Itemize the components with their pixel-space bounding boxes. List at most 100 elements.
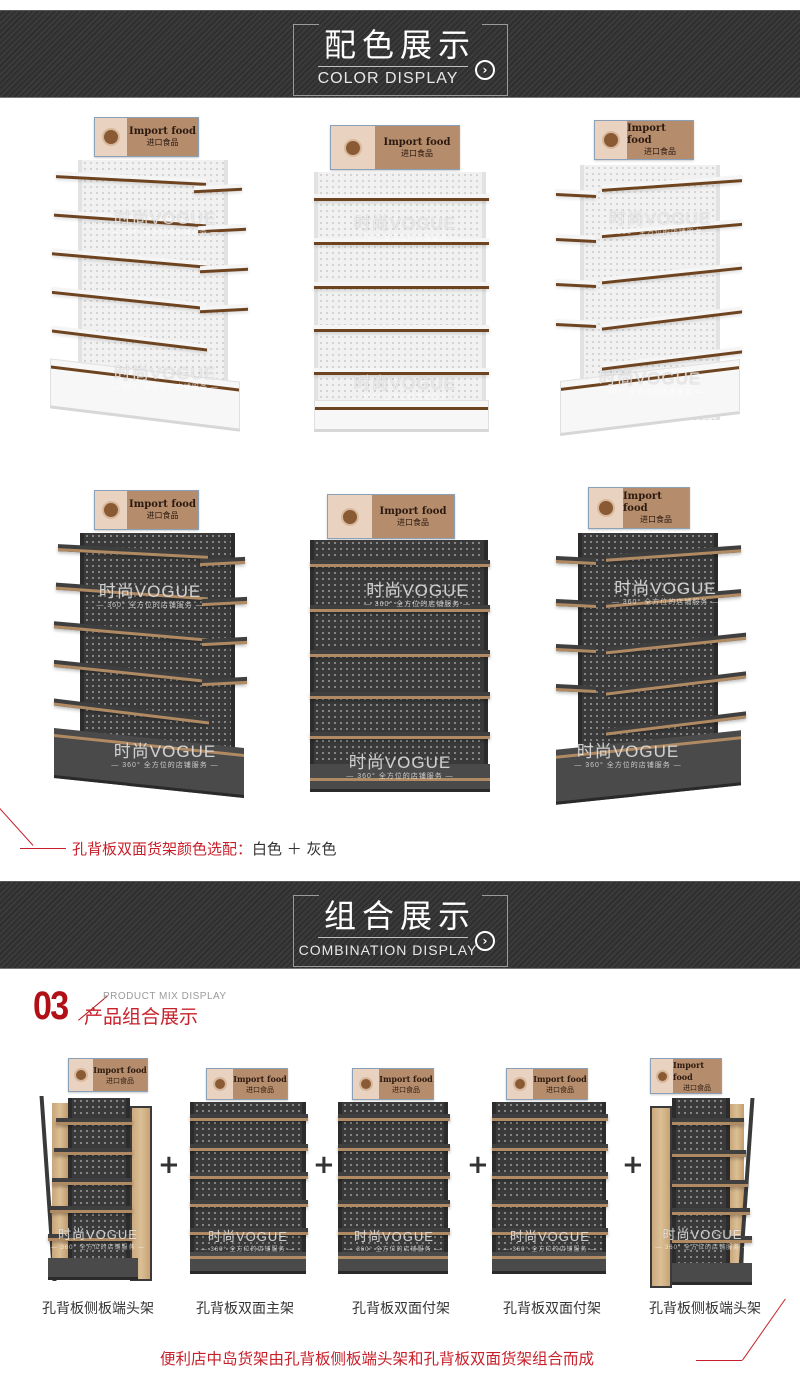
side-plank: [200, 556, 245, 567]
gray-shelf-left-angle: Import food 进口食品 时尚VOGUE — 360° 全方位的店铺服务…: [50, 488, 255, 803]
shelf-plank: [672, 1236, 752, 1243]
sign-title-cn: 进口食品: [106, 1077, 134, 1085]
banner-title-en: COMBINATION DISPLAY: [298, 942, 478, 958]
white-shelf-left-angle: Import food 进口食品 时尚VOGUE — 360° 全方位的店铺服务…: [40, 115, 255, 445]
shelf-plank: [310, 650, 490, 657]
shelf-sign: Import food 进口食品: [352, 1068, 434, 1100]
shelf-sign: Import food 进口食品: [588, 487, 690, 529]
shelf-plank: [672, 1150, 746, 1157]
shelf-plank: [190, 1114, 308, 1121]
banner-frame: [293, 895, 508, 967]
shelf-sign: Import food 进口食品: [94, 490, 199, 530]
shelf-sign: Import food 进口食品: [68, 1058, 148, 1092]
shelf-base: [190, 1252, 306, 1274]
shelf-sign: Import food 进口食品: [327, 494, 455, 539]
pegboard-back: [338, 1102, 448, 1272]
sign-title-en: Import food: [627, 123, 666, 146]
pegboard-back: [310, 540, 488, 790]
sign-title-cn: 进口食品: [146, 511, 179, 520]
unit-label-secondary-2: 孔背板双面付架: [503, 1301, 601, 1317]
sign-title-cn: 进口食品: [397, 517, 429, 527]
shelf-plank: [492, 1114, 608, 1121]
side-plank: [202, 596, 247, 607]
sign-title-cn: 进口食品: [546, 1086, 574, 1094]
circle-arrow-right-icon[interactable]: ›: [475, 60, 495, 80]
side-plank: [556, 683, 596, 694]
sign-title-en: Import food: [129, 499, 196, 510]
section-subtitle-en: PRODUCT MIX DISPLAY: [103, 991, 227, 1002]
sign-title-en: Import food: [379, 1074, 433, 1084]
shelf-plank: [314, 368, 489, 375]
side-plank: [198, 223, 246, 234]
circle-arrow-right-icon[interactable]: ›: [475, 931, 495, 951]
side-plank: [556, 598, 596, 609]
shelf-base: [338, 1252, 448, 1274]
shelf-plank: [672, 1180, 748, 1187]
shelf-plank: [338, 1228, 450, 1235]
combo-unit-end-cap-right: Import food 进口食品 时尚VOGUE — 360° 全方位的店铺服务…: [648, 1058, 758, 1290]
shelf-sign: Import food 进口食品: [594, 120, 694, 160]
shelf-plank: [56, 1118, 132, 1125]
wheat-logo-icon: [597, 499, 615, 517]
shelf-sign: Import food 进口食品: [506, 1068, 588, 1100]
combo-unit-secondary-2: Import food 进口食品 时尚VOGUE — 360° 全方位的店铺服务…: [492, 1068, 612, 1283]
sign-title-en: Import food: [93, 1065, 147, 1075]
plus-icon: +: [313, 1150, 335, 1180]
banner-frame-line: [482, 24, 508, 25]
side-plank: [202, 676, 247, 687]
pegboard-back: [492, 1102, 606, 1272]
color-display-banner: 配色展示 COLOR DISPLAY ›: [0, 10, 800, 98]
side-panel: [130, 1106, 152, 1281]
banner-title-cn: 组合展示: [323, 897, 476, 935]
pegboard-back: [190, 1102, 306, 1272]
side-plank: [556, 318, 596, 329]
shelf-plank: [492, 1228, 608, 1235]
sign-title-en: Import food: [623, 491, 662, 514]
gray-shelf-right-angle: Import food 进口食品 时尚VOGUE — 360° 全方位的店铺服务…: [548, 485, 748, 805]
sign-title-en: Import food: [233, 1074, 287, 1084]
side-plank: [202, 636, 247, 647]
shelf-plank: [310, 605, 490, 612]
combination-display-banner: 组合展示 COMBINATION DISPLAY ›: [0, 881, 800, 969]
banner-title-en: COLOR DISPLAY: [317, 70, 459, 87]
shelf-base: [672, 1263, 752, 1285]
footer-leader-line: [696, 1360, 742, 1361]
wheat-logo-icon: [74, 1068, 88, 1082]
combo-unit-main: Import food 进口食品 时尚VOGUE — 360° 全方位的店铺服务…: [188, 1068, 308, 1283]
wheat-logo-icon: [102, 128, 120, 146]
shelf-plank: [190, 1228, 308, 1235]
shelf-plank: [338, 1172, 450, 1179]
wheat-logo-icon: [344, 138, 362, 157]
section-number: 03: [33, 984, 69, 1028]
unit-label-end-cap-left: 孔背板侧板端头架: [42, 1301, 154, 1317]
side-plank: [556, 278, 596, 289]
shelf-plank: [338, 1114, 450, 1121]
sign-title-cn: 进口食品: [640, 515, 672, 524]
white-shelf-front: Import food 进口食品 时尚VOGUE — 360° 全方位的店铺服务…: [310, 120, 495, 440]
shelf-plank: [190, 1200, 308, 1207]
section-title-cn: 产品组合展示: [84, 1006, 199, 1028]
shelf-plank: [310, 732, 490, 739]
banner-title-cn: 配色展示: [323, 26, 476, 64]
sign-title-cn: 进口食品: [146, 138, 179, 147]
shelf-plank: [314, 282, 489, 289]
wheat-logo-icon: [602, 131, 620, 149]
shelf-plank: [672, 1118, 744, 1125]
side-plank: [556, 233, 596, 244]
shelf-plank: [492, 1200, 608, 1207]
wheat-logo-icon: [341, 507, 359, 526]
side-plank: [556, 643, 596, 654]
sign-title-cn: 进口食品: [683, 1084, 711, 1092]
banner-divider: [318, 937, 468, 938]
sign-title-en: Import food: [379, 505, 447, 517]
shelf-plank: [52, 1178, 132, 1185]
sign-title-cn: 进口食品: [392, 1086, 420, 1094]
shelf-plank: [338, 1144, 450, 1151]
shelf-plank: [338, 1200, 450, 1207]
shelf-plank: [672, 1208, 750, 1215]
unit-label-secondary-1: 孔背板双面付架: [352, 1301, 450, 1317]
caption-leader-line: [20, 848, 66, 849]
wheat-logo-icon: [513, 1077, 527, 1091]
sign-title-en: Import food: [129, 126, 196, 137]
shelf-plank: [314, 325, 489, 332]
